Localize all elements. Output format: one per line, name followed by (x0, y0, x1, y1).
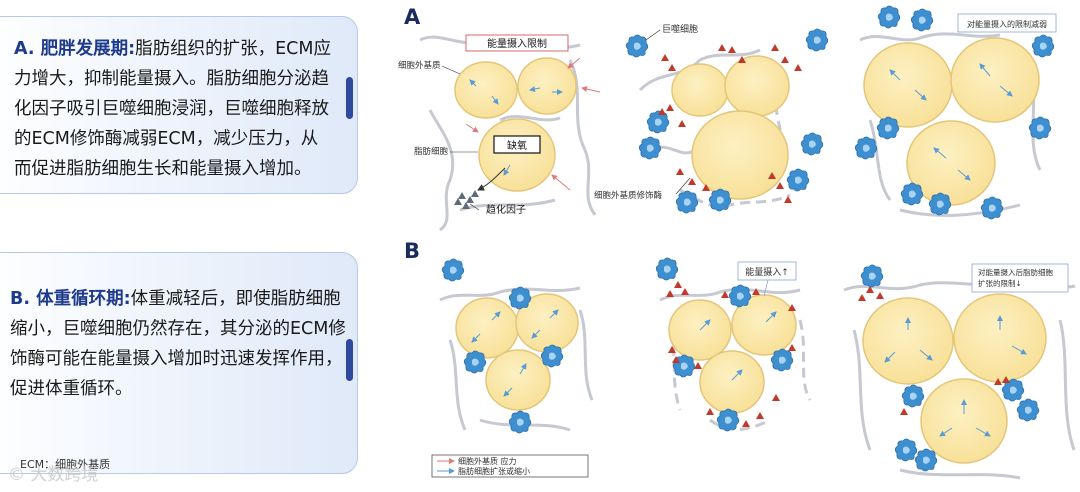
adipocyte-cell (454, 61, 518, 119)
chemokine-label: 趋化因子 (486, 203, 526, 216)
adipocyte-label: 脂肪细胞 (414, 146, 449, 157)
watermark: © 大数跨境 (8, 465, 99, 485)
energy-up-label: 能量摄入↑ (745, 266, 789, 278)
phase-b-title: B. 体重循环期: (10, 289, 131, 309)
b3-note-box (971, 263, 1069, 293)
legend-expand: 脂肪细胞扩张或缩小 (458, 466, 530, 476)
adipocyte-cell (920, 378, 1008, 464)
adipocyte-cell (950, 37, 1040, 123)
adipocyte-cell (517, 57, 577, 115)
adipocyte-cell (724, 55, 790, 117)
phase-a-text: A. 肥胖发展期:脂肪组织的扩张，ECM应力增大，抑制能量摄入。脂肪细胞分泌趋化… (14, 34, 334, 184)
adipocyte-cell (485, 349, 551, 411)
b3-note-line1: 对能量摄入后脂肪细胞 (978, 267, 1053, 277)
energy-limit-box (465, 34, 569, 52)
hypoxia-box (493, 135, 541, 154)
macrophage-label: 巨噬细胞 (662, 23, 698, 35)
legend: 细胞外基质 应力 脂肪细胞扩张或缩小 (431, 454, 589, 478)
energy-up-box (737, 261, 797, 281)
panel-a-letter: A (404, 5, 421, 29)
phase-b-body: 体重减轻后，即使脂肪细胞缩小，巨噬细胞仍然存在，其分泌的ECM修饰酶可能在能量摄… (10, 289, 346, 399)
panel-b1 (439, 258, 594, 434)
hypoxia-label: 缺氧 (507, 139, 527, 152)
phase-a-title: A. 肥胖发展期: (14, 39, 136, 59)
adipocyte-cell (699, 350, 765, 414)
adipose-diagram: A B 能量摄入限制 细胞外基质 脂肪细胞 缺氧 趋化因子 (398, 5, 1076, 480)
phase-b-text: B. 体重循环期:体重减轻后，即使脂肪细胞缩小，巨噬细胞仍然存在，其分泌的ECM… (10, 284, 346, 404)
limit-weakened-box (957, 13, 1057, 33)
b3-note-line2: 扩张的限制↓ (978, 278, 1022, 288)
adipocyte-cell (863, 42, 953, 128)
adipocyte-cell (671, 63, 729, 117)
limit-weakened-label: 对能量摄入的限制减弱 (967, 19, 1047, 29)
panel-a3: 对能量摄入的限制减弱 (854, 5, 1057, 220)
adipocyte-cell (478, 118, 556, 192)
ecm-enzyme-label: 细胞外基质修饰酶 (594, 190, 663, 201)
panel-a2: 巨噬细胞 细胞外基质修饰酶 (594, 23, 829, 214)
card-accent-bar (346, 77, 353, 119)
adipocyte-cell (691, 110, 789, 200)
panel-a1: 能量摄入限制 细胞外基质 脂肪细胞 缺氧 趋化因子 (398, 34, 601, 232)
adipocyte-cell (953, 293, 1047, 383)
phase-a-body: 脂肪组织的扩张，ECM应力增大，抑制能量摄入。脂肪细胞分泌趋化因子吸引巨噬细胞浸… (14, 39, 331, 179)
energy-limit-label: 能量摄入限制 (487, 37, 547, 50)
adipocyte-cell (862, 297, 954, 385)
card-accent-bar (346, 339, 353, 381)
panel-b-letter: B (404, 239, 420, 263)
panel-b3: 对能量摄入后脂肪细胞 扩张的限制↓ (843, 263, 1076, 480)
panel-b2: 能量摄入↑ (655, 257, 812, 432)
ecm-footnote: ECM：细胞外基质 (20, 458, 111, 471)
ecm-label: 细胞外基质 (398, 60, 441, 71)
phase-b-card (0, 252, 358, 474)
legend-stress: 细胞外基质 应力 (458, 456, 517, 466)
phase-a-card (0, 16, 358, 194)
adipocyte-cell (455, 297, 519, 359)
